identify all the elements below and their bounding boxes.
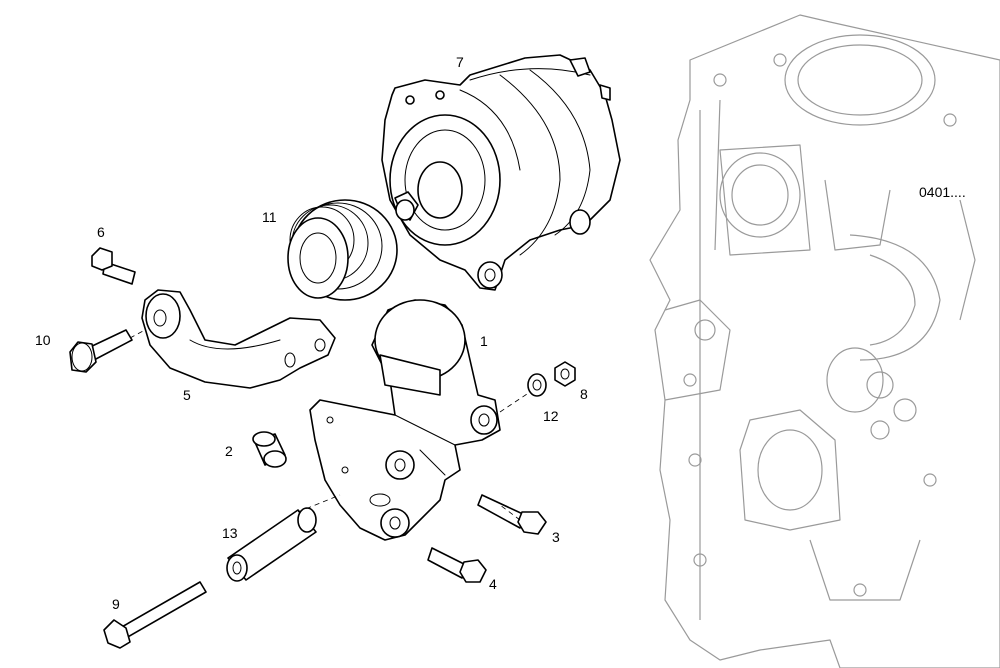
bolt-part-4 (427, 547, 487, 583)
long-bolt (103, 581, 207, 649)
drawing-reference: 0401.... (919, 184, 966, 200)
sleeve-part (226, 507, 317, 582)
bracket-arm (141, 289, 336, 389)
callout-3: 3 (552, 529, 560, 545)
callout-11: 11 (262, 209, 277, 225)
alternator (381, 54, 621, 291)
spacer-part (252, 431, 287, 468)
bolt-part-6 (91, 247, 136, 285)
callout-5: 5 (183, 387, 191, 403)
callout-2: 2 (225, 443, 233, 459)
nut-part (554, 361, 576, 387)
callout-4: 4 (489, 576, 497, 592)
assembly-lines (129, 329, 531, 521)
callout-6: 6 (97, 224, 105, 240)
callout-labels: 7 11 6 10 1 5 8 12 2 13 3 4 9 (35, 54, 588, 612)
bolt-part-3 (477, 494, 547, 535)
callout-8: 8 (580, 386, 588, 402)
callout-7: 7 (456, 54, 464, 70)
callout-10: 10 (35, 332, 51, 348)
callout-13: 13 (222, 525, 238, 541)
washer-part (527, 373, 547, 397)
callout-1: 1 (480, 333, 488, 349)
callout-9: 9 (112, 596, 120, 612)
pulley (287, 199, 398, 301)
flange-bolt (69, 329, 133, 373)
callout-12: 12 (543, 408, 559, 424)
engine-block-outline (649, 14, 1000, 668)
mounting-bracket (309, 299, 501, 541)
